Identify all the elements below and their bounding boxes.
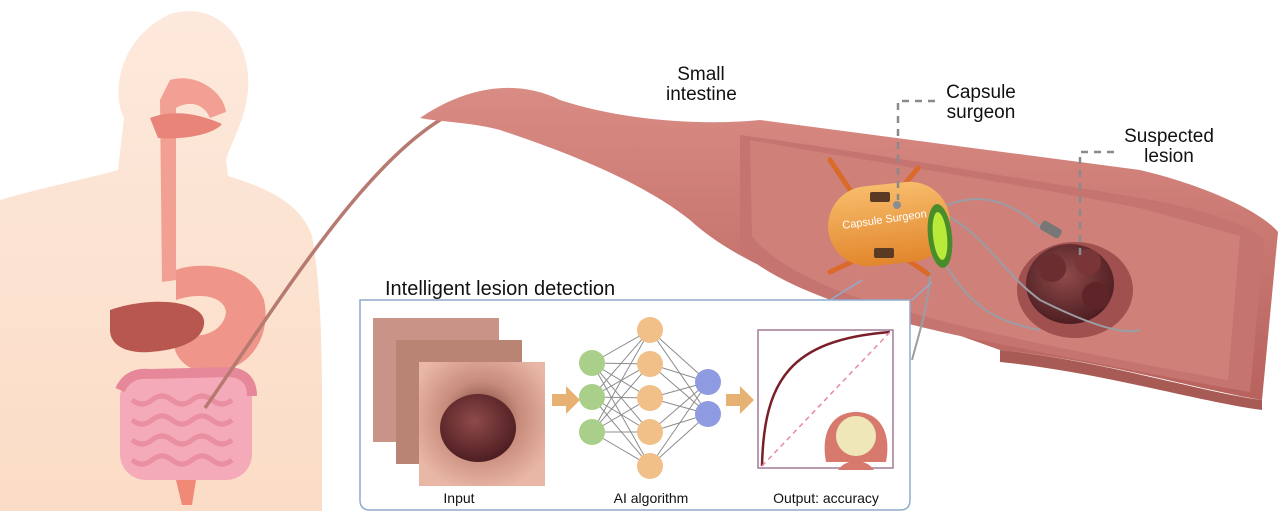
small-intestine-label-line2: intestine bbox=[666, 85, 736, 105]
nn-node-layer-3 bbox=[695, 369, 721, 395]
nn-node-layer-1 bbox=[579, 350, 605, 376]
nn-node-layer-2 bbox=[637, 317, 663, 343]
capsule-surgeon-label-line1: Capsule bbox=[936, 83, 1026, 103]
nn-node-layer-2 bbox=[637, 453, 663, 479]
nn-node-layer-1 bbox=[579, 384, 605, 410]
nn-node-layer-1 bbox=[579, 419, 605, 445]
nn-node-layer-2 bbox=[637, 385, 663, 411]
panel-title: Intelligent lesion detection bbox=[385, 278, 615, 301]
nn-node-layer-2 bbox=[637, 419, 663, 445]
step-label-ai-algorithm: AI algorithm bbox=[596, 490, 706, 506]
suspected-lesion-label-line2: lesion bbox=[1114, 147, 1224, 167]
nn-node-layer-2 bbox=[637, 351, 663, 377]
nn-edge bbox=[592, 330, 650, 432]
suspected-lesion-label-line1: Suspected bbox=[1114, 127, 1224, 147]
capsule-surgeon-label-line2: surgeon bbox=[936, 103, 1026, 123]
capsule-surgeon-label: Capsule surgeon bbox=[936, 83, 1026, 123]
small-intestine-label: Small intestine bbox=[666, 65, 736, 105]
small-intestine-label-line1: Small bbox=[666, 65, 736, 85]
suspected-lesion-label: Suspected lesion bbox=[1114, 127, 1224, 167]
step-label-output: Output: accuracy bbox=[756, 490, 896, 506]
step-label-input: Input bbox=[419, 490, 499, 506]
nn-node-layer-3 bbox=[695, 401, 721, 427]
